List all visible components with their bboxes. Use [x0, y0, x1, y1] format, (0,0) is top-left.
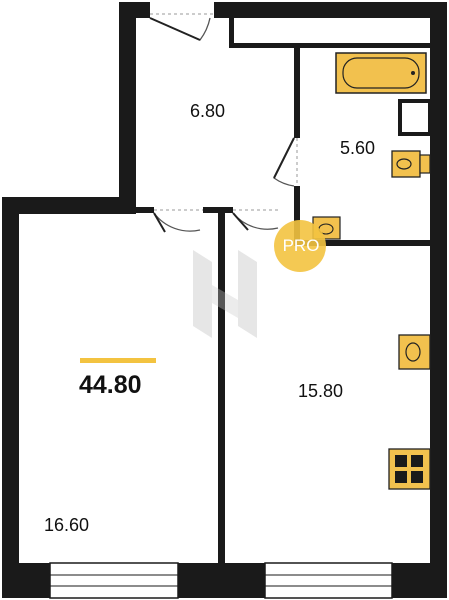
entrance-door-swing [149, 17, 211, 41]
stove-icon [388, 448, 431, 490]
room-area-hall: 6.80 [190, 101, 226, 121]
window-right [264, 562, 393, 599]
total-area-accent [80, 358, 156, 363]
washing-machine-icon [398, 99, 432, 136]
door-swing-living [153, 212, 201, 232]
room-area-kitchen: 15.80 [298, 381, 344, 401]
toilet-icon [391, 150, 431, 178]
total-area-label: 44.80 [79, 371, 142, 399]
window-left [49, 562, 179, 599]
bathtub-icon [335, 52, 427, 94]
room-area-living: 16.60 [44, 515, 90, 535]
interior-walls [136, 18, 430, 563]
entrance-opening [150, 2, 214, 18]
door-swing-bathroom [273, 137, 295, 187]
pro-badge [274, 220, 326, 272]
watermark-logo [193, 250, 257, 338]
kitchen-sink-icon [398, 334, 431, 370]
room-area-bathroom: 5.60 [340, 138, 376, 158]
pro-badge-label: PRO [282, 236, 320, 255]
